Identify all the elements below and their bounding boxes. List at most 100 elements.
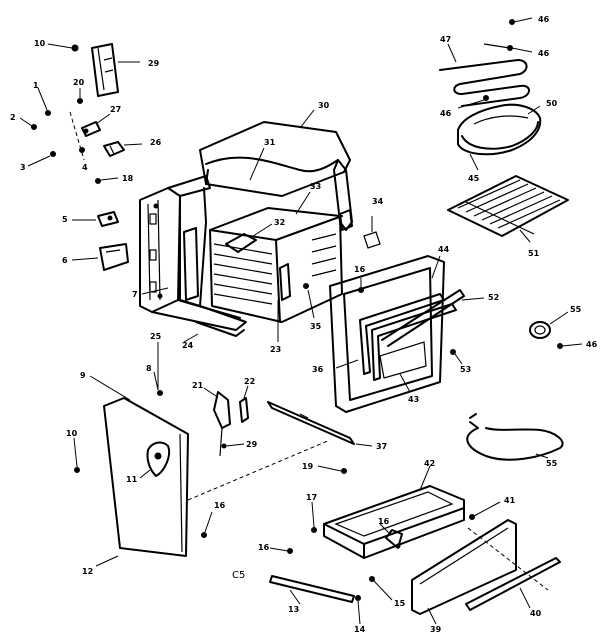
callout: 33 bbox=[310, 182, 321, 191]
callout: 10 bbox=[66, 429, 78, 438]
callout: 50 bbox=[546, 99, 558, 108]
callout: 46 bbox=[538, 49, 550, 58]
callout: 16 bbox=[214, 501, 226, 510]
callout: 18 bbox=[122, 174, 134, 183]
callout: 36 bbox=[312, 365, 324, 374]
thermostat-bulb-21 bbox=[203, 387, 231, 457]
oven-liner bbox=[183, 207, 353, 323]
slide-rail-13 bbox=[269, 575, 355, 605]
callout: 45 bbox=[468, 174, 480, 183]
drawer-front-39 bbox=[411, 519, 517, 615]
oven-door-assembly bbox=[329, 255, 465, 413]
bracket-part-29 bbox=[91, 43, 119, 97]
callout: 23 bbox=[270, 345, 281, 354]
callout: 34 bbox=[372, 197, 384, 206]
callout: 40 bbox=[530, 609, 542, 618]
clip-27 bbox=[81, 113, 111, 137]
broil-pan-50 bbox=[457, 103, 542, 171]
callout: 1 bbox=[33, 81, 39, 90]
screw-10-top bbox=[47, 43, 79, 52]
screw-53 bbox=[450, 349, 463, 365]
clip-5 bbox=[72, 211, 119, 227]
callout: 14 bbox=[354, 625, 366, 634]
callout: 21 bbox=[192, 381, 204, 390]
screw-46-top bbox=[509, 17, 533, 25]
insulation-sheet-34 bbox=[363, 216, 381, 249]
callout: 16 bbox=[378, 517, 390, 526]
screw-6 bbox=[153, 371, 163, 396]
screw-14 bbox=[355, 595, 361, 625]
callout: 9 bbox=[80, 371, 86, 380]
callout: 24 bbox=[182, 341, 194, 350]
callout: 11 bbox=[126, 475, 138, 484]
callout: 29 bbox=[246, 440, 258, 449]
callout: 12 bbox=[82, 567, 93, 576]
screw-18-bottom bbox=[201, 511, 213, 538]
screw-4 bbox=[79, 147, 85, 153]
callout: 4 bbox=[82, 163, 88, 172]
callout: 10 bbox=[34, 39, 46, 48]
callout: 2 bbox=[10, 113, 16, 122]
bake-element-55 bbox=[466, 413, 564, 461]
callout: 26 bbox=[150, 138, 162, 147]
screw-20 bbox=[77, 88, 83, 104]
hinge-26 bbox=[103, 141, 143, 157]
diagram-code: C5 bbox=[232, 570, 245, 581]
drawer-rail-40 bbox=[465, 557, 561, 611]
screw-16-drawer bbox=[311, 501, 317, 533]
screw-46-right bbox=[557, 343, 583, 349]
screw-41 bbox=[469, 501, 501, 520]
callout: 41 bbox=[504, 496, 516, 505]
callout: 32 bbox=[274, 218, 285, 227]
screw-20-lower bbox=[221, 443, 245, 449]
callout: 15 bbox=[394, 599, 406, 608]
callout: 42 bbox=[424, 459, 435, 468]
callout: 53 bbox=[460, 365, 471, 374]
callout: 39 bbox=[430, 625, 442, 634]
callout: 46 bbox=[586, 340, 598, 349]
screw-1 bbox=[37, 87, 51, 116]
callout: 17 bbox=[306, 493, 317, 502]
callout: 6 bbox=[62, 256, 68, 265]
screw-46-mid bbox=[483, 43, 533, 53]
callout: 35 bbox=[310, 322, 322, 331]
callout: 43 bbox=[408, 395, 419, 404]
callout: 8 bbox=[146, 364, 152, 373]
screw-46-low bbox=[457, 95, 489, 109]
callout: 5 bbox=[62, 215, 68, 224]
callout: 44 bbox=[438, 245, 450, 254]
side-panel-12 bbox=[95, 397, 189, 567]
callout: 46 bbox=[538, 15, 550, 24]
screw-19 bbox=[317, 465, 347, 474]
heating-element-47 bbox=[439, 43, 530, 107]
callout: 37 bbox=[376, 442, 387, 451]
callout: 47 bbox=[440, 35, 451, 44]
clip-22 bbox=[239, 385, 249, 423]
screw-2 bbox=[19, 117, 37, 130]
callout: 51 bbox=[528, 249, 540, 258]
callout: 3 bbox=[20, 163, 26, 172]
callout: 29 bbox=[148, 59, 160, 68]
trim-rail-37 bbox=[267, 401, 373, 447]
callout: 52 bbox=[488, 293, 499, 302]
callout: 25 bbox=[150, 332, 162, 341]
callout: 20 bbox=[73, 78, 85, 87]
storage-drawer-42 bbox=[323, 465, 465, 559]
screw-15 bbox=[369, 576, 393, 601]
callout: 31 bbox=[264, 138, 276, 147]
callout: 22 bbox=[244, 377, 255, 386]
callout: 27 bbox=[110, 105, 121, 114]
callout: 55 bbox=[570, 305, 582, 314]
bracket-6 bbox=[71, 243, 129, 271]
screw-3 bbox=[27, 151, 56, 167]
grommet-55 bbox=[529, 311, 569, 339]
callout: 19 bbox=[302, 462, 314, 471]
screw-17 bbox=[269, 547, 293, 554]
callout: 16 bbox=[354, 265, 366, 274]
oven-rack-51 bbox=[447, 175, 569, 243]
screw-18-left bbox=[95, 177, 119, 184]
callout: 30 bbox=[318, 101, 330, 110]
callout: 55 bbox=[546, 459, 558, 468]
callout: 7 bbox=[132, 290, 138, 299]
